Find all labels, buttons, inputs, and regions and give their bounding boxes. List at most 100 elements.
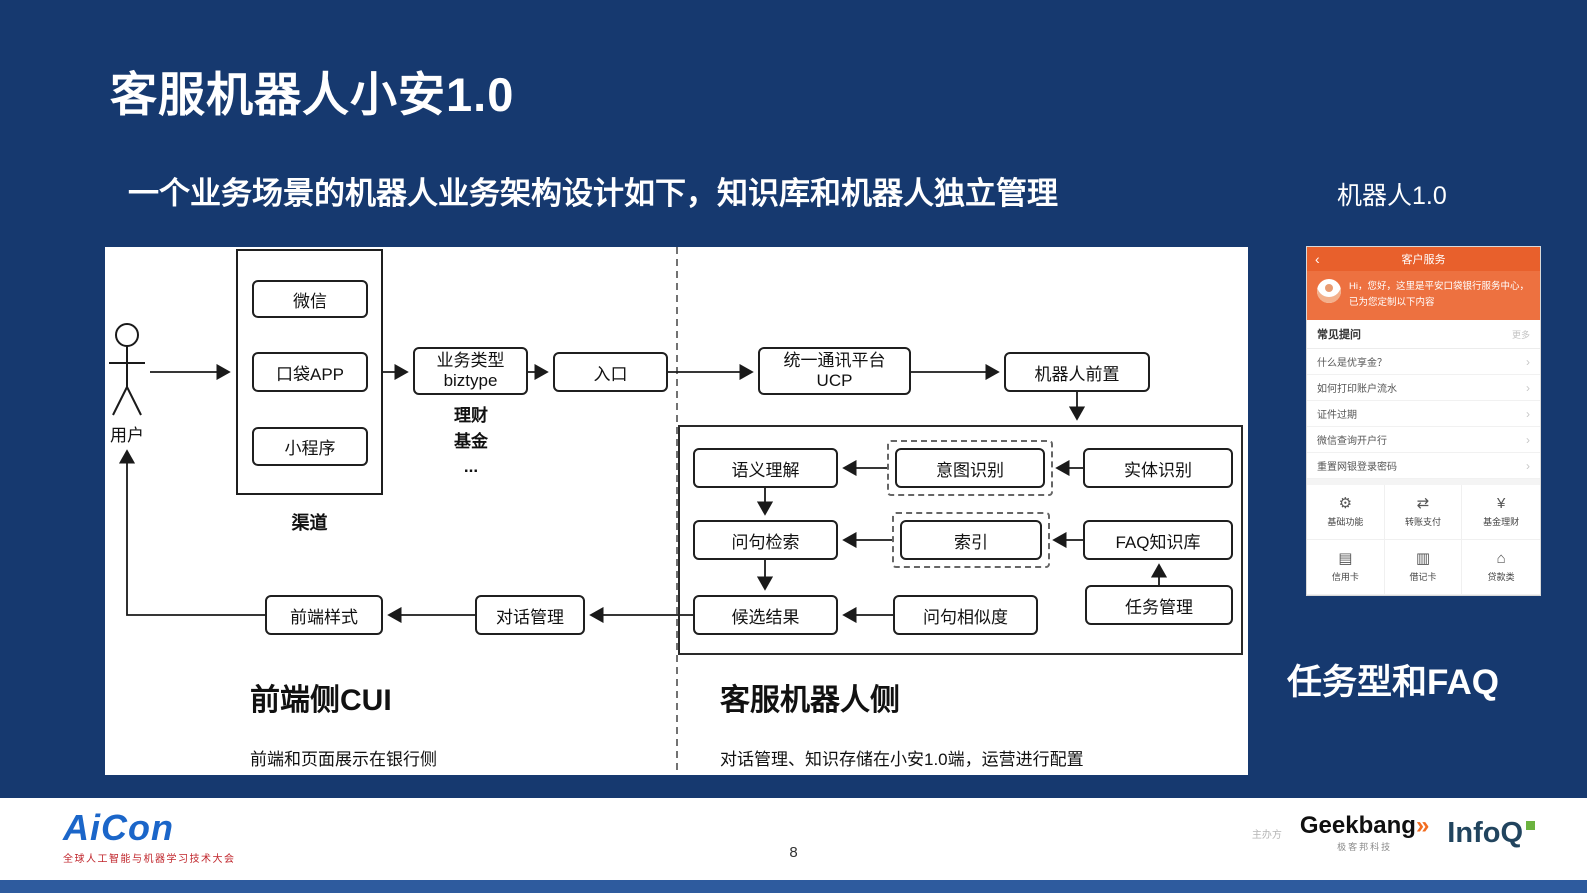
channels-container xyxy=(236,249,383,495)
grid-item: ⇄ 转账支付 xyxy=(1384,485,1463,541)
list-item: 微信查询开户行 › xyxy=(1307,427,1540,454)
more-link: 更多 xyxy=(1511,329,1530,340)
phone-header: ‹ 客户服务 xyxy=(1307,247,1540,271)
faq-item-label: 如何打印账户流水 xyxy=(1317,384,1397,396)
arrow-lines xyxy=(118,363,1168,624)
left-section-title: 前端侧CUI xyxy=(250,684,392,717)
user-label: 用户 xyxy=(110,426,144,445)
biztype-note-line: 理财 xyxy=(454,406,488,425)
biztype-note-line: ... xyxy=(463,457,479,476)
gear-icon: ⚙ xyxy=(1338,495,1353,513)
grid-item-label: 信用卡 xyxy=(1331,572,1359,583)
box-mini-program: 小程序 xyxy=(252,427,368,466)
ucp-line1: 统一通讯平台 xyxy=(783,351,886,371)
list-item: 如何打印账户流水 › xyxy=(1307,375,1540,402)
box-entity-recognition: 实体识别 xyxy=(1083,448,1233,488)
right-section-desc: 对话管理、知识存储在小安1.0端，运营进行配置 xyxy=(720,750,1084,769)
infoq-logo: InfoQ xyxy=(1447,819,1535,848)
grid-item: ¥ 基金理财 xyxy=(1462,485,1540,541)
box-wechat: 微信 xyxy=(252,280,368,318)
ucp-line2: UCP xyxy=(816,371,853,390)
geekbang-tagline: 极客邦科技 xyxy=(1337,842,1393,852)
box-biztype: 业务类型 biztype xyxy=(413,347,528,395)
diagram-connectors xyxy=(109,247,1168,775)
list-item: 什么是优享金？ › xyxy=(1307,349,1540,376)
grid-item: ▥ 借记卡 xyxy=(1384,540,1463,595)
biztype-line1: 业务类型 xyxy=(436,351,505,371)
aicon-tagline: 全球人工智能与机器学习技术大会 xyxy=(63,854,236,865)
feature-grid: ⚙ 基础功能 ⇄ 转账支付 ¥ 基金理财 ▤ 信用卡 ▥ 借记卡 ⌂ 贷款类 xyxy=(1307,479,1540,595)
faq-section-header: 常见提问 更多 xyxy=(1307,320,1540,350)
organizer-label: 主办方 xyxy=(1251,830,1282,841)
back-icon: ‹ xyxy=(1315,251,1320,267)
grid-item-label: 贷款类 xyxy=(1487,572,1515,583)
grid-item-label: 基金理财 xyxy=(1483,517,1520,528)
grid-item-label: 基础功能 xyxy=(1327,517,1364,528)
user-stick-figure xyxy=(109,323,145,416)
box-intent-recognition: 意图识别 xyxy=(895,448,1045,488)
box-candidate-results: 候选结果 xyxy=(693,595,838,635)
chevron-right-icon: › xyxy=(1526,432,1530,447)
box-task-management: 任务管理 xyxy=(1085,585,1233,625)
index-dashed-frame xyxy=(892,512,1050,568)
box-frontend-style: 前端样式 xyxy=(265,595,383,635)
box-index: 索引 xyxy=(900,520,1042,560)
transfer-icon: ⇄ xyxy=(1416,495,1430,513)
box-query-retrieval: 问句检索 xyxy=(693,520,838,560)
aicon-logo-text: AiCon xyxy=(63,807,174,848)
box-semantic-understanding: 语义理解 xyxy=(693,448,838,488)
page-number: 8 xyxy=(789,844,798,861)
chevron-right-icon: › xyxy=(1526,458,1530,473)
greeting-text: Hi，您好，这里是平安口袋银行服务中心，已为您定制以下内容 xyxy=(1349,281,1529,308)
geekbang-logo-text: Geekbang xyxy=(1299,812,1416,839)
box-robot-front: 机器人前置 xyxy=(1004,352,1150,392)
grid-item: ⚙ 基础功能 xyxy=(1307,485,1385,541)
biztype-note: 理财 基金 ... xyxy=(423,403,519,480)
footer-accent-strip xyxy=(0,880,1587,893)
credit-card-icon: ▤ xyxy=(1338,550,1353,568)
page-title: 客服机器人小安1.0 xyxy=(110,68,515,121)
slide-subtitle: 一个业务场景的机器人业务架构设计如下，知识库和机器人独立管理 xyxy=(128,176,1058,211)
wealth-icon: ¥ xyxy=(1496,495,1506,513)
infoq-mark-icon xyxy=(1526,821,1535,830)
box-entry: 入口 xyxy=(553,352,668,392)
geekbang-logo: Geekbang» 极客邦科技 xyxy=(1300,814,1429,853)
grid-item-label: 转账支付 xyxy=(1404,517,1441,528)
phone-header-title: 客户服务 xyxy=(1401,254,1446,266)
chevron-right-icon: › xyxy=(1526,354,1530,369)
infoq-logo-text: InfoQ xyxy=(1447,817,1523,849)
channels-label: 渠道 xyxy=(291,513,328,533)
box-faq-knowledge-base: FAQ知识库 xyxy=(1083,520,1233,560)
chevron-right-icon: › xyxy=(1526,406,1530,421)
robot-side-boundary xyxy=(678,425,1243,655)
box-ucp: 统一通讯平台 UCP xyxy=(758,347,911,395)
corner-label: 机器人1.0 xyxy=(1337,182,1447,210)
box-sentence-similarity: 问句相似度 xyxy=(893,595,1038,635)
phone-caption: 任务型和FAQ xyxy=(1287,663,1499,702)
faq-item-label: 什么是优享金？ xyxy=(1317,358,1387,370)
biztype-line2: biztype xyxy=(443,371,498,390)
footer-logos: 主办方 Geekbang» 极客邦科技 InfoQ xyxy=(1252,814,1535,853)
intent-dashed-frame xyxy=(887,440,1053,496)
loan-icon: ⌂ xyxy=(1496,550,1506,568)
faq-item-label: 重置网银登录密码 xyxy=(1317,462,1397,474)
phone-mockup: ‹ 客户服务 Hi，您好，这里是平安口袋银行服务中心，已为您定制以下内容 常见提… xyxy=(1307,247,1540,595)
faq-item-label: 证件过期 xyxy=(1317,410,1357,422)
list-item: 重置网银登录密码 › xyxy=(1307,453,1540,480)
faq-item-label: 微信查询开户行 xyxy=(1317,436,1387,448)
right-section-title: 客服机器人侧 xyxy=(720,684,900,717)
box-pocket-app: 口袋APP xyxy=(252,352,368,392)
architecture-diagram-panel: 用户 微信 口袋APP 小程序 渠道 业务类型 biztype 理财 基金 ..… xyxy=(105,247,1248,775)
list-item: 证件过期 › xyxy=(1307,401,1540,428)
greeting-banner: Hi，您好，这里是平安口袋银行服务中心，已为您定制以下内容 xyxy=(1307,271,1540,321)
footer-bar: AiCon 全球人工智能与机器学习技术大会 8 主办方 Geekbang» 极客… xyxy=(0,798,1587,880)
avatar xyxy=(1317,279,1341,303)
biztype-note-line: 基金 xyxy=(454,431,488,451)
debit-card-icon: ▥ xyxy=(1415,550,1431,568)
box-dialog-management: 对话管理 xyxy=(475,595,585,635)
geekbang-arrow-icon: » xyxy=(1415,812,1430,839)
grid-item-label: 借记卡 xyxy=(1409,572,1437,583)
aicon-logo: AiCon 全球人工智能与机器学习技术大会 xyxy=(63,807,236,866)
left-section-desc: 前端和页面展示在银行侧 xyxy=(250,750,437,769)
faq-section-title: 常见提问 xyxy=(1317,329,1361,342)
